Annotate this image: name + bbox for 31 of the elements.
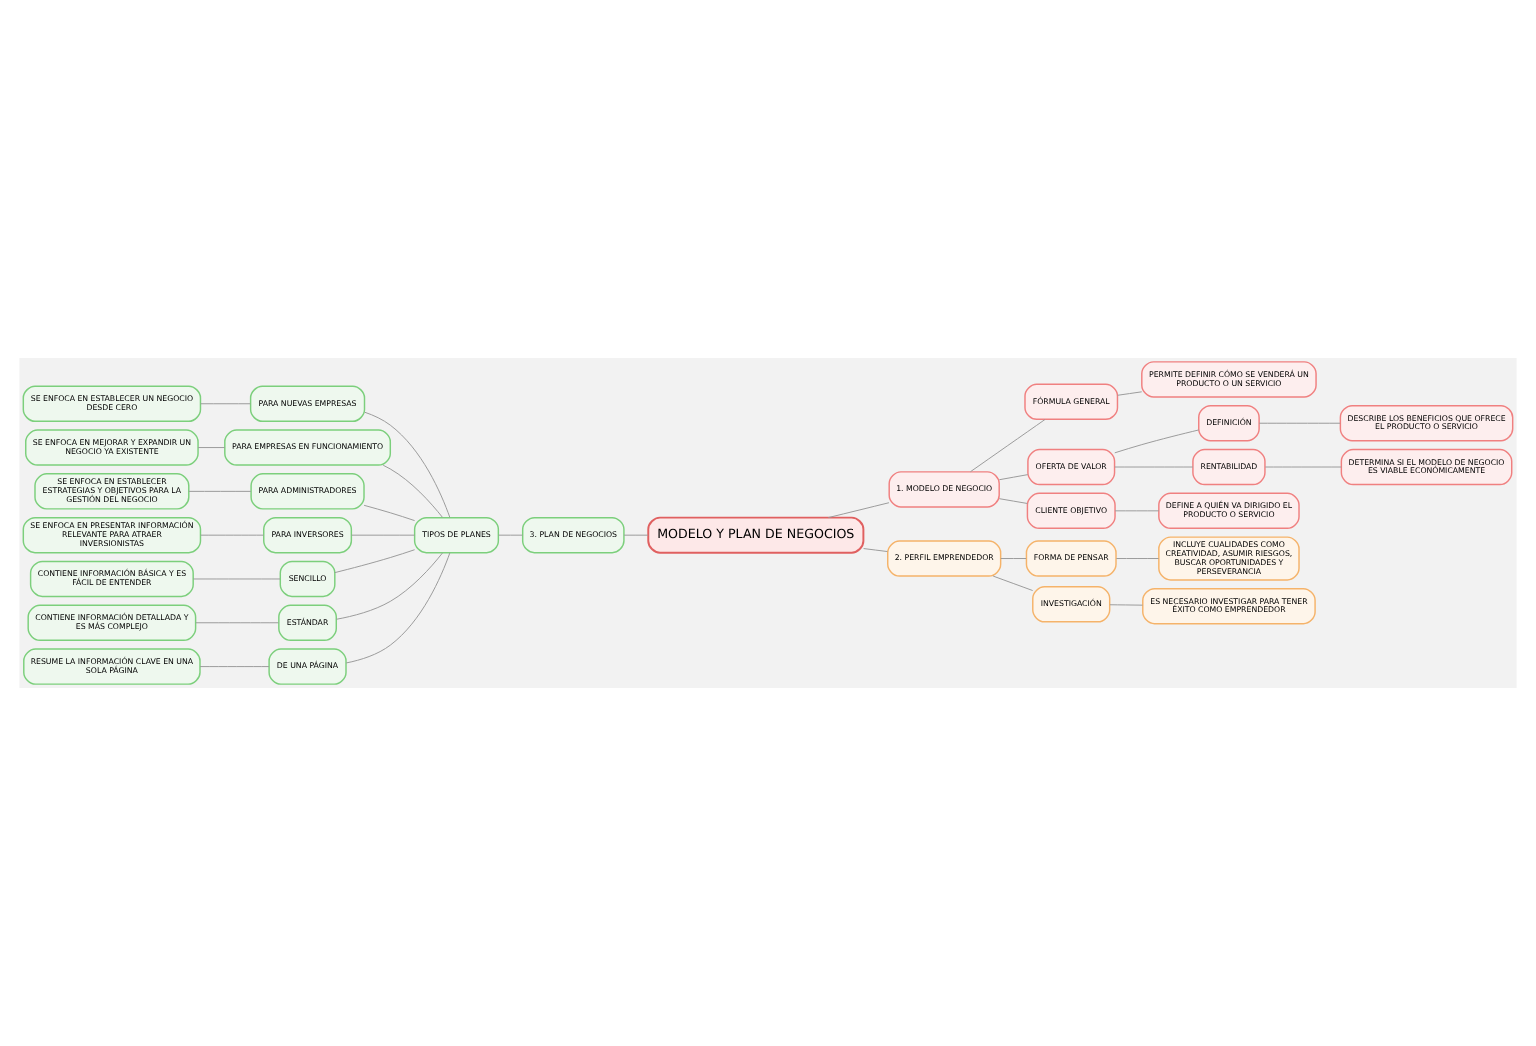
connector: [335, 552, 443, 620]
connector: [1109, 604, 1144, 606]
connector: [382, 464, 443, 518]
connector: [364, 411, 451, 518]
connector: [1117, 391, 1143, 396]
connector: [498, 534, 523, 536]
connector: [623, 534, 649, 536]
connector: [1258, 422, 1341, 424]
connector: [363, 504, 416, 522]
connector: [1114, 429, 1200, 454]
connector: [1264, 466, 1342, 468]
connector: [970, 419, 1046, 473]
connector: [195, 622, 279, 624]
connector: [199, 666, 270, 668]
connector: [992, 575, 1034, 592]
connector: [192, 578, 281, 580]
connector: [863, 548, 888, 552]
connector: [200, 403, 251, 405]
connector: [1000, 558, 1027, 559]
connector: [1115, 558, 1160, 559]
connector: [1114, 466, 1194, 468]
connector: [827, 502, 890, 519]
connector: [350, 534, 416, 536]
connector: [334, 549, 416, 574]
connector: [998, 474, 1029, 481]
connector: [197, 447, 226, 449]
connector: [998, 498, 1028, 504]
connector: [188, 490, 252, 492]
connector: [200, 534, 264, 536]
connector: [1114, 510, 1160, 512]
connector: [345, 552, 451, 664]
